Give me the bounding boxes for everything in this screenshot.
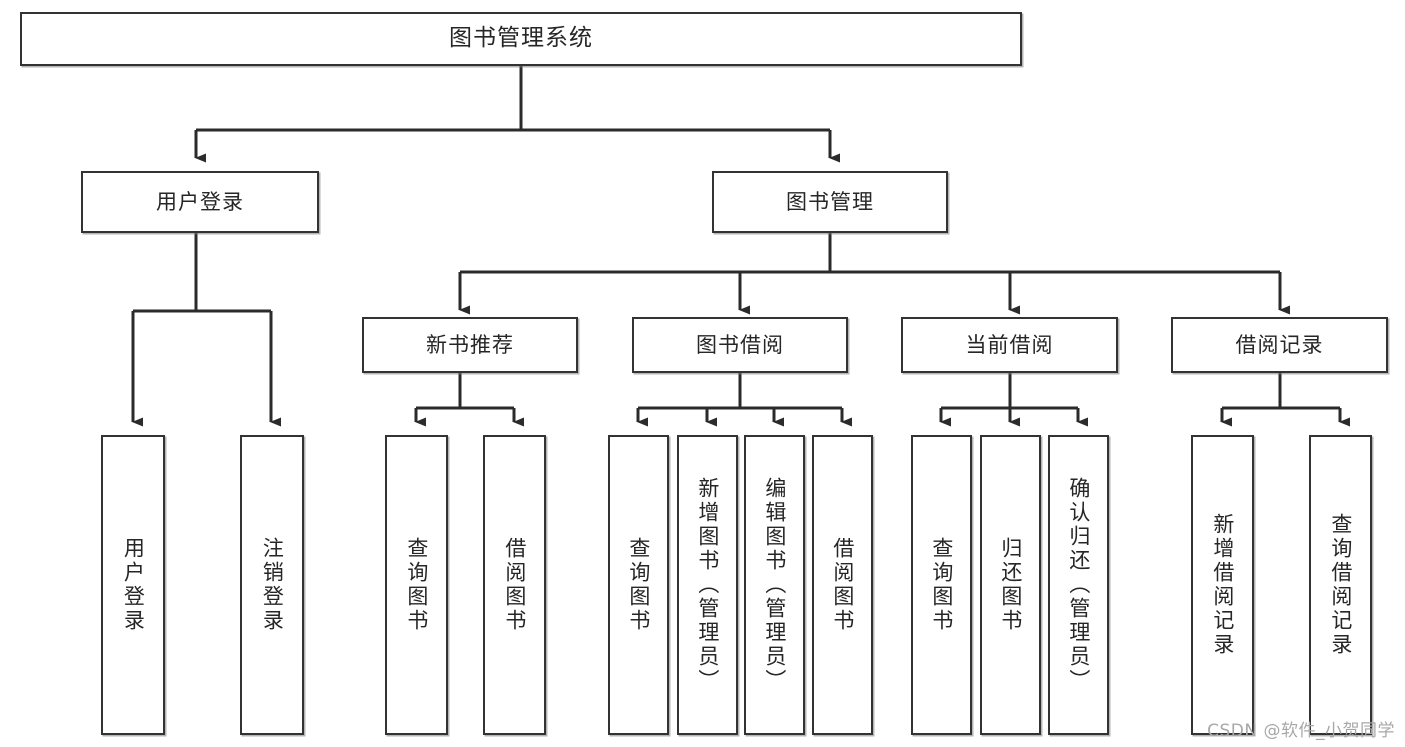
node-label: 查询图书: [626, 537, 651, 633]
node-label: 查询图书: [929, 537, 954, 633]
node-label: 借阅记录: [1235, 332, 1324, 357]
node-label: 当前借阅: [965, 332, 1054, 357]
node-label: 图书管理: [786, 189, 874, 214]
node-book-borrow[interactable]: 图书借阅: [632, 317, 848, 373]
node-label: 新增借阅记录: [1210, 513, 1235, 657]
node-label: 图书借阅: [696, 332, 784, 357]
node-label: 编辑图书（管理员）: [762, 477, 787, 693]
node-current-borrow[interactable]: 当前借阅: [901, 317, 1118, 373]
node-label: 借阅图书: [502, 537, 527, 633]
node-leaf-query-book-current[interactable]: 查询图书: [911, 435, 972, 735]
node-leaf-confirm-return-admin[interactable]: 确认归还（管理员）: [1048, 435, 1109, 735]
node-leaf-borrow-book-recommend[interactable]: 借阅图书: [483, 435, 546, 735]
node-leaf-query-borrow-record[interactable]: 查询借阅记录: [1309, 435, 1372, 735]
node-leaf-query-book-borrow[interactable]: 查询图书: [608, 435, 669, 735]
node-label: 查询图书: [404, 537, 429, 633]
node-borrow-record[interactable]: 借阅记录: [1171, 317, 1388, 373]
node-label: 借阅图书: [830, 537, 855, 633]
node-leaf-borrow-book[interactable]: 借阅图书: [812, 435, 873, 735]
node-leaf-user-login[interactable]: 用户登录: [101, 435, 165, 735]
node-label: 注销登录: [260, 537, 285, 633]
node-user-login[interactable]: 用户登录: [81, 171, 319, 233]
node-label: 确认归还（管理员）: [1066, 477, 1091, 693]
node-leaf-add-borrow-record[interactable]: 新增借阅记录: [1191, 435, 1254, 735]
node-root-book-management-system[interactable]: 图书管理系统: [20, 12, 1022, 66]
node-label: 图书管理系统: [449, 25, 593, 52]
node-book-management[interactable]: 图书管理: [712, 171, 948, 233]
node-leaf-query-book-recommend[interactable]: 查询图书: [385, 435, 448, 735]
node-leaf-add-book-admin[interactable]: 新增图书（管理员）: [677, 435, 738, 735]
node-new-book-recommend[interactable]: 新书推荐: [362, 317, 578, 373]
node-leaf-edit-book-admin[interactable]: 编辑图书（管理员）: [744, 435, 805, 735]
node-label: 用户登录: [121, 537, 146, 633]
node-label: 新增图书（管理员）: [695, 477, 720, 693]
node-leaf-return-book[interactable]: 归还图书: [980, 435, 1041, 735]
node-label: 新书推荐: [426, 332, 514, 357]
node-label: 用户登录: [156, 189, 244, 214]
node-label: 归还图书: [998, 537, 1023, 633]
node-leaf-logout[interactable]: 注销登录: [240, 435, 304, 735]
node-label: 查询借阅记录: [1328, 513, 1353, 657]
